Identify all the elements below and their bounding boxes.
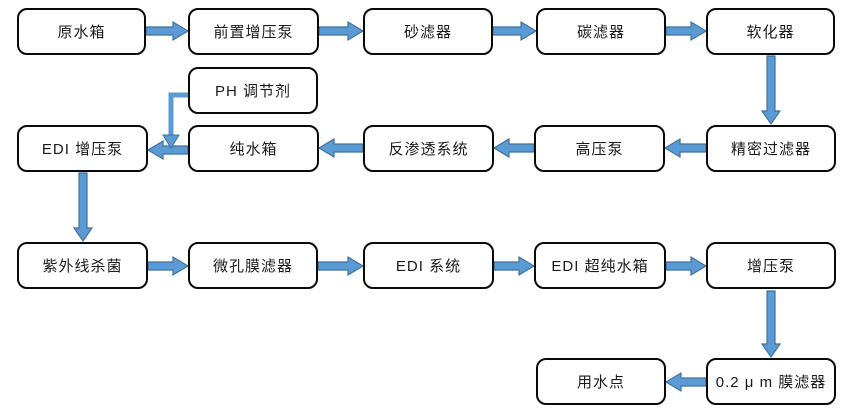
- node-membrane-filter-0-2um: 0.2 μ m 膜滤器: [706, 358, 836, 405]
- node-carbon-filter: 碳滤器: [536, 8, 666, 55]
- node-edi-system: EDI 系统: [363, 242, 494, 289]
- arrow-ro-system-to-pure-water-tank: [317, 137, 364, 159]
- arrow-high-pressure-pump-to-ro-system: [492, 137, 535, 159]
- arrow-sand-filter-to-carbon-filter: [492, 20, 538, 42]
- node-boost-pump: 增压泵: [706, 242, 836, 289]
- arrow-edi-boost-pump-to-uv-sterilizer: [72, 172, 94, 243]
- node-raw-water-tank: 原水箱: [17, 8, 146, 55]
- connector-ph-adjuster-elbow: [168, 92, 188, 135]
- arrow-membrane-filter-to-point-of-use: [664, 371, 707, 393]
- arrow-edi-ultrapure-water-tank-to-boost-pump: [665, 255, 708, 277]
- node-point-of-use: 用水点: [536, 358, 666, 405]
- arrow-precision-filter-to-high-pressure-pump: [663, 137, 707, 159]
- arrow-microporous-membrane-filter-to-edi-system: [317, 255, 365, 277]
- arrow-carbon-filter-to-softener: [665, 20, 708, 42]
- arrow-raw-water-tank-to-pre-boost-pump: [145, 20, 190, 42]
- arrow-pre-boost-pump-to-sand-filter: [318, 20, 365, 42]
- node-high-pressure-pump: 高压泵: [534, 125, 665, 172]
- node-softener: 软化器: [706, 8, 835, 55]
- node-edi-ultrapure-water-tank: EDI 超纯水箱: [534, 242, 666, 289]
- node-ph-adjuster: PH 调节剂: [188, 67, 318, 114]
- node-pre-boost-pump: 前置增压泵: [188, 8, 319, 55]
- arrow-edi-system-to-edi-ultrapure-water-tank: [493, 255, 536, 277]
- node-sand-filter: 砂滤器: [363, 8, 493, 55]
- node-precision-filter: 精密过滤器: [706, 125, 836, 172]
- node-ro-system: 反渗透系统: [363, 125, 494, 172]
- arrow-pure-water-tank-to-edi-boost-pump: [146, 139, 189, 161]
- arrow-uv-sterilizer-to-microporous-membrane-filter: [147, 255, 190, 277]
- arrow-softener-to-precision-filter: [760, 55, 782, 126]
- node-microporous-membrane-filter: 微孔膜滤器: [188, 242, 318, 289]
- arrow-boost-pump-to-membrane-filter: [760, 290, 782, 359]
- arrow-ph-adjuster-to-edi-boost-pump: [162, 134, 180, 149]
- node-uv-sterilizer: 紫外线杀菌: [17, 242, 148, 289]
- node-edi-boost-pump: EDI 增压泵: [17, 125, 148, 172]
- node-pure-water-tank: 纯水箱: [188, 125, 319, 172]
